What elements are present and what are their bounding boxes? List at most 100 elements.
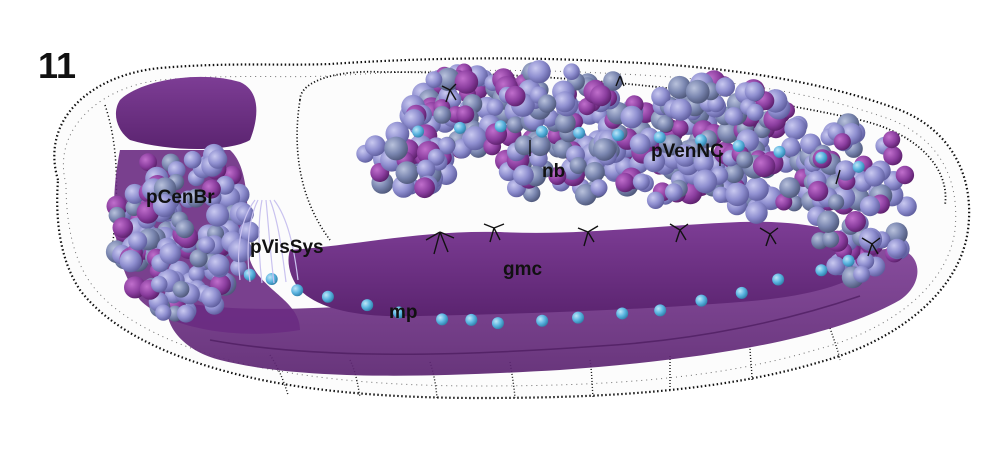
midline-cell [536, 314, 549, 327]
midline-cell [732, 140, 745, 153]
neuroblast-cell [522, 184, 541, 203]
neuroblast-cell [456, 105, 475, 124]
central-brain-cell [189, 249, 208, 268]
central-brain-cell [139, 153, 158, 172]
midline-cell [815, 264, 828, 277]
neuroblast-cell [712, 186, 730, 203]
midline-cell [494, 120, 507, 133]
central-brain-cell [198, 236, 216, 254]
neuroblast-cell [664, 183, 683, 202]
neuroblast-cell [883, 131, 901, 149]
central-brain-cell [172, 280, 190, 298]
central-brain-cell [159, 242, 181, 265]
neuroblast-cell [590, 179, 608, 197]
midline-cell [612, 128, 625, 141]
neuroblast-cell [736, 151, 754, 169]
neuroblast-cell [826, 256, 846, 276]
neuroblast-cell [651, 86, 671, 107]
neuroblast-cell [584, 161, 605, 183]
midline-cell [392, 306, 405, 319]
central-brain-cell [112, 217, 134, 238]
central-brain-cell [201, 179, 221, 199]
neuroblast-cell [887, 238, 907, 258]
neuroblast-cell [693, 152, 714, 173]
midline-cell [361, 299, 374, 312]
neuroblast-cell [569, 157, 587, 174]
neuroblast-cell [504, 85, 526, 107]
neuroblast-cell [643, 150, 666, 173]
neuroblast-cell [745, 177, 769, 201]
central-brain-cell [188, 265, 205, 282]
neuroblast-cell [784, 117, 807, 140]
neuroblast-cell [745, 201, 768, 224]
neuroblast-cell [384, 136, 408, 161]
neuroblast-cell [529, 134, 551, 157]
midline-cell [773, 145, 786, 158]
midline-cell [616, 307, 629, 320]
neuroblast-cell [724, 107, 743, 126]
central-brain-cell [155, 304, 172, 321]
midline-cell [573, 126, 586, 139]
neuroblast-cell [853, 265, 870, 283]
neuroblast-cell [403, 109, 425, 131]
neuroblast-cell [835, 160, 856, 181]
neuroblast-cell [620, 105, 644, 129]
neuroblast-cell [425, 71, 443, 88]
neuroblast-cell [858, 229, 881, 251]
central-brain-cell [152, 194, 177, 218]
neuroblast-cell [656, 115, 674, 133]
neuroblast-cell [717, 121, 740, 144]
midline-cell [815, 151, 828, 164]
central-brain-cell [119, 250, 142, 273]
label-nb: nb [542, 161, 565, 182]
neuroblast-cell [693, 169, 718, 194]
neuroblast-cell [554, 91, 576, 113]
neuroblast-cell [632, 173, 650, 191]
neuroblast-cell [828, 194, 845, 211]
label-pvennc: pVenNC [651, 141, 724, 162]
neuroblast-cell [857, 252, 875, 270]
midline-cell [653, 131, 666, 144]
neuroblast-cell [364, 135, 386, 157]
midline-markers [425, 75, 881, 257]
central-brain-cell [153, 177, 177, 200]
neuroblast-cell [859, 196, 881, 217]
midline-cell [654, 304, 667, 317]
neuroblast-cell [715, 77, 735, 97]
central-brain-cell [167, 161, 186, 179]
neuroblast-cell [463, 126, 487, 151]
central-brain-cell [208, 149, 228, 169]
neuroblast-cell [506, 116, 524, 134]
midline-cell [772, 273, 785, 286]
neuroblast-cells [105, 60, 917, 330]
neuroblast-cell [781, 137, 801, 157]
label-mp: mp [389, 302, 418, 323]
neuroblast-cell [807, 180, 829, 202]
neuroblast-cell [646, 191, 665, 209]
neuroblast-cell [685, 79, 710, 104]
neuroblast-cell [816, 210, 840, 233]
label-pcenbr: pCenBr [146, 187, 215, 208]
neuroblast-cell [513, 164, 534, 186]
neuroblast-cell [433, 106, 452, 124]
midline-cell [291, 284, 304, 297]
midline-cell [265, 273, 278, 286]
label-pvissys: pVisSys [250, 237, 324, 258]
midline-cell [491, 317, 504, 330]
neuroblast-cell [629, 133, 651, 155]
neuroblast-cell [724, 163, 744, 184]
visual-system-fibres [237, 199, 299, 284]
neuroblast-cell [885, 222, 908, 245]
central-brain-cell [177, 304, 195, 323]
neuroblast-cell [725, 182, 750, 207]
neuroblast-cell [537, 94, 557, 113]
neuroblast-cell [563, 63, 580, 80]
midline-cell [436, 313, 449, 326]
central-brain-cell [128, 231, 148, 251]
central-brain-cell [200, 286, 222, 308]
neuroblast-cell [554, 112, 576, 134]
neuroblast-cell [669, 98, 692, 121]
neuroblast-cell [437, 137, 456, 155]
neuroblast-cell [486, 98, 504, 116]
midline-cell [321, 290, 334, 303]
